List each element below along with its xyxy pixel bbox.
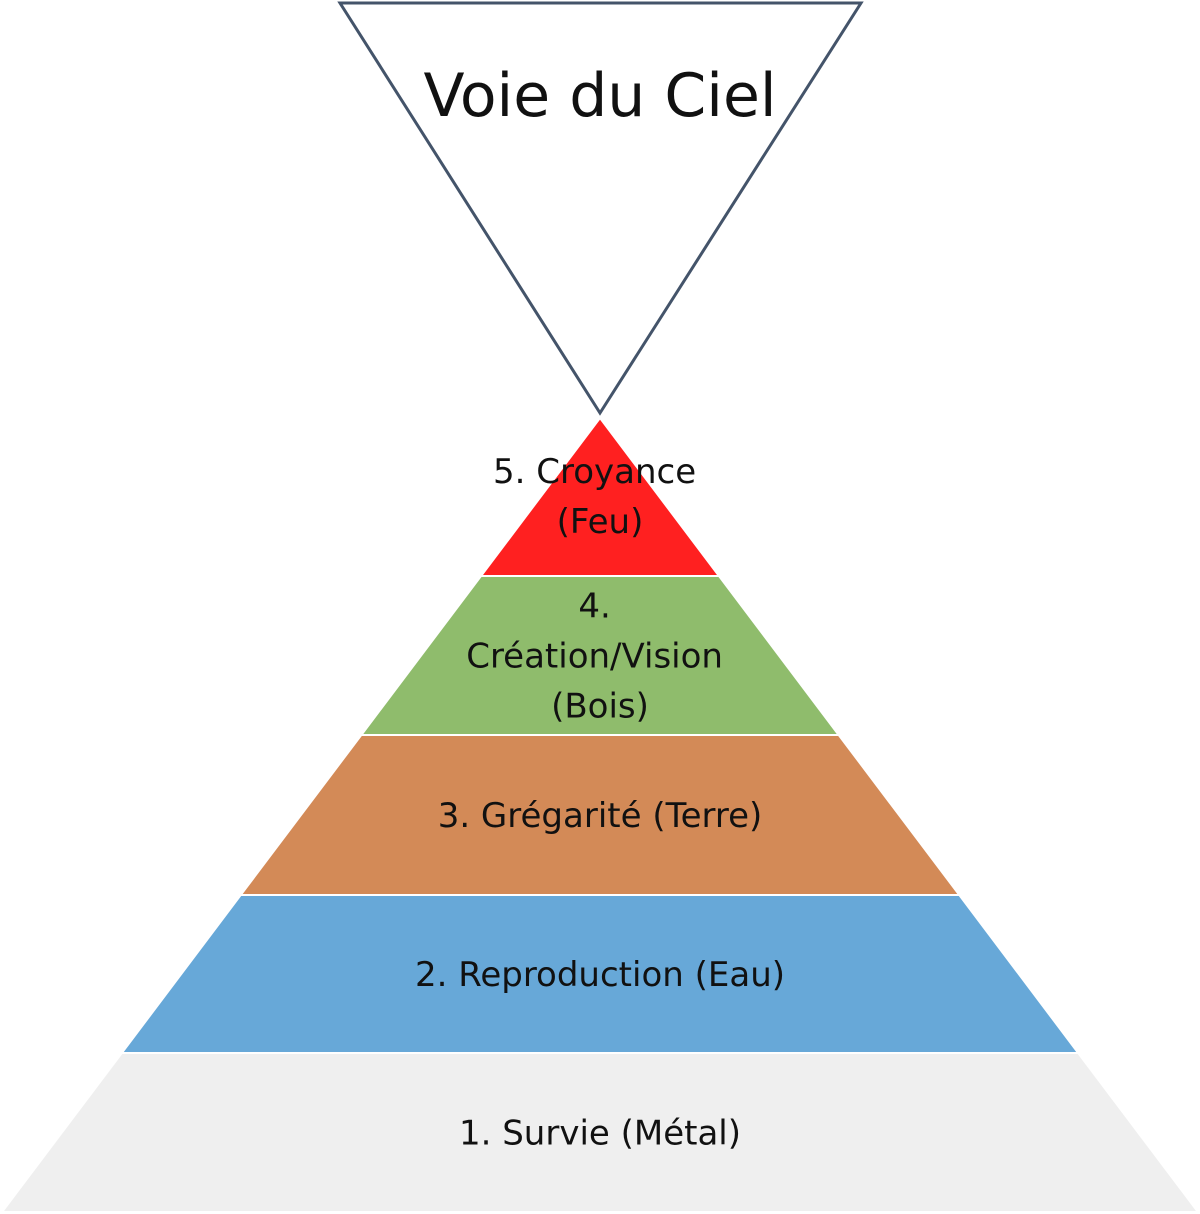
level-2-label-line-1: 2. Reproduction (Eau) <box>415 955 785 995</box>
sky-label: Voie du Ciel <box>423 61 776 131</box>
level-2-label: 2. Reproduction (Eau) <box>415 955 785 995</box>
level-4-label: 4. Création/Vision (Bois) <box>466 587 734 727</box>
level-5-band <box>478 416 722 577</box>
level-5-label: 5. Croyance (Feu) <box>493 452 707 542</box>
pyramid-level-2: 2. Reproduction (Eau) <box>119 894 1081 1054</box>
level-4-label-line-1: 4. <box>578 587 610 627</box>
level-4-label-line-2: Création/Vision <box>466 637 723 677</box>
sky-triangle <box>337 1 864 416</box>
level-5-label-line-2: (Feu) <box>557 502 644 542</box>
pyramid-level-1: 1. Survie (Métal) <box>0 1052 1200 1213</box>
level-3-label: 3. Grégarité (Terre) <box>438 796 763 836</box>
pyramid-level-4: 4. Création/Vision (Bois) <box>359 575 841 736</box>
level-1-label-line-1: 1. Survie (Métal) <box>459 1114 741 1154</box>
level-5-label-line-1: 5. Croyance <box>493 452 696 492</box>
level-3-label-line-1: 3. Grégarité (Terre) <box>438 796 763 836</box>
level-4-label-line-3: (Bois) <box>551 687 649 727</box>
pyramid-level-3: 3. Grégarité (Terre) <box>238 734 962 896</box>
level-1-label: 1. Survie (Métal) <box>459 1114 741 1154</box>
pyramid-level-5: 5. Croyance (Feu) <box>478 416 722 577</box>
